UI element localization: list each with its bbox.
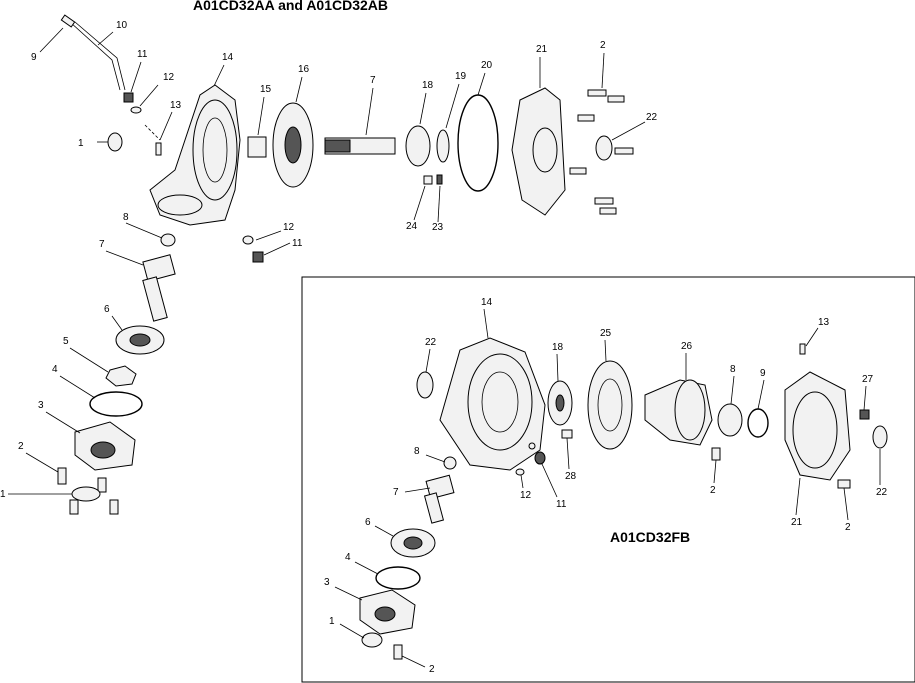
callout-3: 3 bbox=[38, 400, 44, 411]
box-assembly bbox=[359, 337, 888, 660]
callout-23: 23 bbox=[432, 222, 444, 233]
box-callout-27: 27 bbox=[862, 374, 874, 385]
box-callout-8: 8 bbox=[414, 446, 420, 457]
box-callout-2b: 2 bbox=[845, 522, 851, 533]
box-seal-22-right bbox=[872, 425, 888, 449]
box-callout-22: 22 bbox=[425, 337, 437, 348]
callout-2: 2 bbox=[600, 40, 606, 51]
callout-11: 11 bbox=[137, 49, 148, 60]
box-callout-13: 13 bbox=[818, 317, 830, 328]
vent-fitting bbox=[60, 14, 76, 28]
callout-1: 1 bbox=[78, 138, 84, 149]
box-o-ring-4 bbox=[375, 566, 421, 590]
callout-11-lower: 11 bbox=[292, 238, 303, 249]
nut-5 bbox=[105, 365, 137, 387]
callout-12: 12 bbox=[163, 72, 175, 83]
box-callout-6: 6 bbox=[365, 517, 371, 528]
nut-11-lower bbox=[252, 251, 264, 263]
bearing-18 bbox=[405, 125, 431, 167]
screw-24 bbox=[423, 175, 433, 185]
callout-16: 16 bbox=[298, 64, 310, 75]
callout-8: 8 bbox=[123, 212, 129, 223]
callout-4: 4 bbox=[52, 364, 58, 375]
vent-hose bbox=[69, 21, 121, 91]
callout-10: 10 bbox=[116, 20, 128, 31]
callout-19: 19 bbox=[455, 71, 467, 82]
pinion-7 bbox=[142, 254, 176, 282]
diagram-title-box: A01CD32FB bbox=[610, 529, 690, 545]
diagram-title-top: A01CD32AA and A01CD32AB bbox=[193, 0, 388, 13]
plug-8 bbox=[160, 233, 176, 247]
upper-callouts: 10 9 11 12 13 14 15 16 7 18 19 20 21 2 2… bbox=[0, 20, 658, 500]
callout-18: 18 bbox=[422, 80, 434, 91]
callout-9: 9 bbox=[31, 52, 37, 63]
box-callout-8-bearing: 8 bbox=[730, 364, 736, 375]
callout-5: 5 bbox=[63, 336, 69, 347]
box-callout-2c: 2 bbox=[429, 664, 435, 675]
box-callout-22-right: 22 bbox=[876, 487, 888, 498]
box-callout-28: 28 bbox=[565, 471, 577, 482]
callout-1-lower: 1 bbox=[0, 489, 6, 500]
box-callout-18: 18 bbox=[552, 342, 564, 353]
box-callout-3: 3 bbox=[324, 577, 330, 588]
washer-12 bbox=[130, 106, 142, 114]
box-callout-11: 11 bbox=[556, 499, 567, 510]
variant-box bbox=[301, 276, 915, 683]
box-cover-21 bbox=[784, 371, 851, 481]
box-callout-9: 9 bbox=[760, 368, 766, 379]
box-housing-14 bbox=[439, 337, 546, 471]
callout-13: 13 bbox=[170, 100, 182, 111]
bolt-2-lower bbox=[57, 467, 67, 485]
callout-2-lower: 2 bbox=[18, 441, 24, 452]
callout-7: 7 bbox=[99, 239, 105, 250]
seal-22 bbox=[595, 135, 613, 161]
box-callout-1: 1 bbox=[329, 616, 335, 627]
box-seal-1 bbox=[361, 632, 383, 648]
callout-7-shaft: 7 bbox=[370, 75, 376, 86]
box-callout-2a: 2 bbox=[710, 485, 716, 496]
callout-22: 22 bbox=[646, 112, 658, 123]
o-ring-4 bbox=[89, 391, 143, 417]
box-callouts: 14 13 22 18 25 26 8 9 27 8 12 11 28 2 21… bbox=[324, 297, 888, 675]
box-callout-4: 4 bbox=[345, 552, 351, 563]
box-callout-12: 12 bbox=[520, 490, 532, 501]
box-callout-25: 25 bbox=[600, 328, 612, 339]
pin-13 bbox=[155, 142, 162, 156]
seal-1-lower bbox=[71, 486, 101, 502]
bushing-15 bbox=[247, 136, 267, 158]
o-ring-20 bbox=[457, 94, 499, 192]
ring-gear-25 bbox=[587, 360, 633, 450]
nut-11 bbox=[123, 92, 134, 103]
callout-24: 24 bbox=[406, 221, 418, 232]
box-callout-14: 14 bbox=[481, 297, 493, 308]
box-pin-13 bbox=[799, 343, 806, 355]
callout-20: 20 bbox=[481, 60, 493, 71]
box-ring-9 bbox=[747, 408, 769, 438]
washer-19 bbox=[436, 129, 450, 163]
callout-21: 21 bbox=[536, 44, 548, 55]
box-callout-26: 26 bbox=[681, 341, 693, 352]
box-seal-22 bbox=[416, 371, 434, 399]
box-callout-21: 21 bbox=[791, 517, 803, 528]
washer-12-lower bbox=[242, 235, 254, 245]
box-leaders bbox=[334, 308, 881, 668]
callout-6: 6 bbox=[104, 304, 110, 315]
key-23 bbox=[436, 174, 443, 185]
callout-15: 15 bbox=[260, 84, 272, 95]
bolt-2 bbox=[587, 89, 607, 97]
callout-12-lower: 12 bbox=[283, 222, 295, 233]
box-bearing-8 bbox=[717, 403, 743, 437]
box-callout-7: 7 bbox=[393, 487, 399, 498]
upper-leaders bbox=[8, 27, 646, 495]
upper-assembly bbox=[57, 14, 634, 515]
box-pinion-7 bbox=[425, 474, 455, 500]
callout-14: 14 bbox=[222, 52, 234, 63]
seal-1 bbox=[107, 132, 123, 152]
box-nut-27 bbox=[859, 409, 870, 420]
